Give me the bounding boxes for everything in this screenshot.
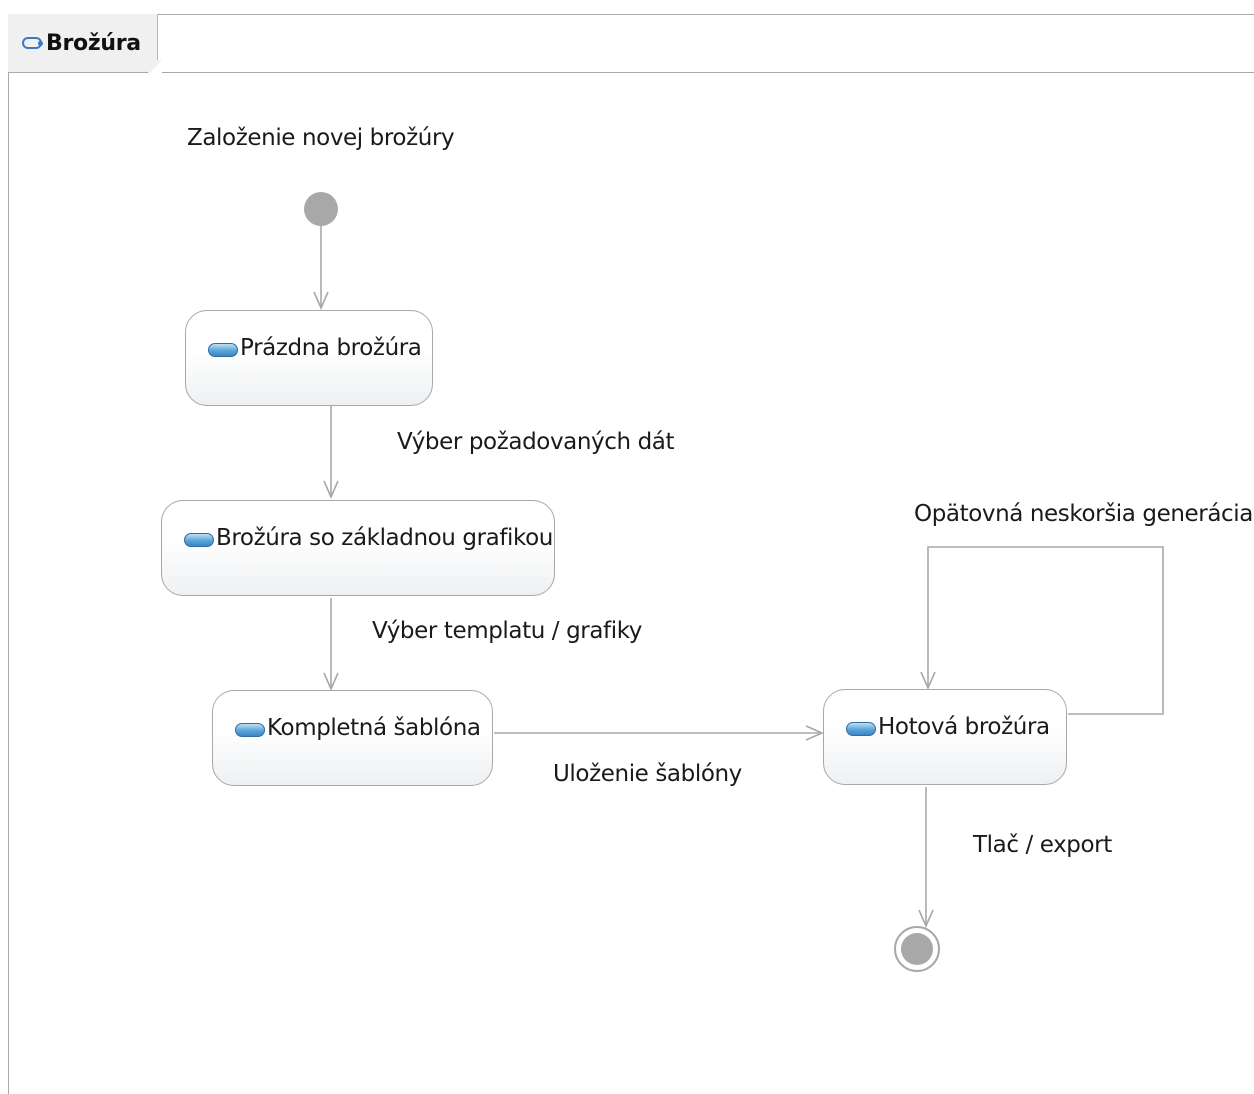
final-node [901,933,933,965]
arrowhead-initial [313,291,329,310]
state-label: Kompletná šablóna [267,715,481,741]
transition-label: Výber templatu / grafiky [372,618,643,644]
state-label: Prázdna brožúra [240,335,422,361]
transition-label: Uloženie šablóny [553,761,742,787]
state-basic-graphics[interactable]: Brožúra so základnou grafikou [161,500,555,596]
transition-label: Výber požadovaných dát [397,429,675,455]
tab-corner [148,60,162,74]
transition-label: Tlač / export [973,832,1112,858]
state-icon [846,722,876,736]
arrowhead-done [805,725,824,741]
initial-label: Založenie novej brožúry [187,125,455,151]
tab-divider [8,72,1254,73]
state-empty-brochure[interactable]: Prázdna brožúra [185,310,433,406]
state-complete-template[interactable]: Kompletná šablóna [212,690,493,786]
diagram-title: Brožúra [46,30,141,56]
diagram-frame [8,14,1254,1094]
arrowhead-final [918,909,934,928]
state-icon [184,533,214,547]
diagram-tab[interactable]: Brožúra [8,14,158,72]
transition-self-loop [927,546,1164,715]
initial-node [304,192,338,226]
state-machine-icon [22,37,43,49]
arrowhead-complete [323,672,339,691]
state-finished-brochure[interactable]: Hotová brožúra [823,689,1067,785]
state-icon [208,343,238,357]
transition-label: Opätovná neskoršia generácia [914,501,1253,527]
state-label: Brožúra so základnou grafikou [216,525,553,551]
arrowhead-self-loop [920,671,936,690]
arrowhead-basic [323,480,339,499]
state-icon [235,723,265,737]
diagram-canvas [304,192,1164,972]
state-label: Hotová brožúra [878,714,1050,740]
